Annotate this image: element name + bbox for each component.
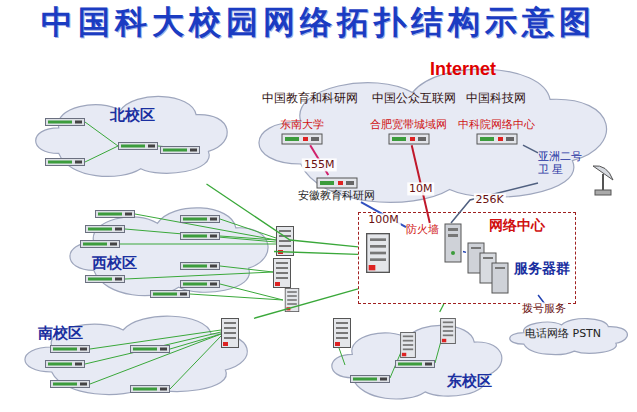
- network-cloud: 电话网络 PSTN: [505, 312, 631, 358]
- label-text: 155M: [302, 159, 337, 172]
- network-device: 东南大学: [280, 118, 324, 145]
- label-text: 中科院网络中心: [458, 118, 535, 131]
- label-text: 西校区: [92, 254, 137, 272]
- network-device: 服务器群: [466, 241, 570, 295]
- label-text: 中国公众互联网: [372, 91, 456, 105]
- label-text: 南校区: [38, 324, 83, 342]
- network-link: [440, 304, 444, 312]
- router-icon: [388, 131, 430, 145]
- network-device: 防火墙: [406, 223, 463, 263]
- label-text: 东校区: [447, 372, 492, 390]
- network-device: 亚洲二号 卫 星: [538, 150, 617, 196]
- label-text: Internet: [430, 59, 496, 81]
- label-text: 服务器群: [514, 260, 570, 277]
- label-text: 北校区: [110, 106, 155, 124]
- network-link: [463, 251, 466, 253]
- label-text: 拨号服务: [520, 302, 568, 315]
- label-text: 中国教育和科研网: [262, 91, 358, 105]
- cloud-shape: [28, 82, 233, 184]
- label-text: 中国科技网: [466, 91, 526, 105]
- label-text: 中国科大校园网络拓扑结构示意图: [41, 3, 596, 41]
- label-text: 安徽教育科研网: [298, 189, 375, 202]
- label-text: 256K: [473, 193, 505, 206]
- network-device: 中科院网络中心: [458, 118, 535, 145]
- network-link: [412, 145, 430, 223]
- router-icon: [281, 131, 323, 145]
- network-link: [207, 184, 359, 247]
- network-link: [523, 145, 538, 153]
- network-link: [538, 295, 551, 312]
- network-device: 安徽教育科研网: [298, 175, 375, 202]
- network-link: [254, 289, 358, 318]
- label-text: 10M: [407, 183, 435, 196]
- network-name-label: 中国教育和科研网: [262, 91, 358, 105]
- network-cloud: 北校区: [28, 82, 233, 184]
- label-text: 东南大学: [280, 118, 324, 131]
- title-wrap: 中国科大校园网络拓扑结构示意图: [0, 3, 637, 41]
- router-icon: [316, 175, 358, 189]
- firewall-icon: [443, 223, 463, 263]
- network-link: [274, 252, 358, 255]
- network-device: 合肥宽带城域网: [370, 118, 447, 145]
- label-text: 100M: [366, 213, 401, 226]
- server-icon: [466, 241, 510, 295]
- network-link: [361, 202, 406, 227]
- network-link: [451, 183, 538, 223]
- router-icon: [476, 131, 518, 145]
- satellite-dish-icon: [589, 162, 617, 196]
- network-link: [310, 145, 328, 175]
- label-text: 防火墙: [406, 223, 439, 236]
- label-text: 合肥宽带城域网: [370, 118, 447, 131]
- network-name-label: 中国公众互联网: [372, 91, 456, 105]
- cloud-shape: [325, 312, 507, 406]
- label-text: 亚洲二号 卫 星: [538, 150, 589, 176]
- label-text: 电话网络 PSTN: [525, 327, 601, 340]
- network-name-label: 中国科技网: [466, 91, 526, 105]
- network-cloud: 东校区: [325, 312, 507, 406]
- label-text: 网络中心: [489, 217, 545, 234]
